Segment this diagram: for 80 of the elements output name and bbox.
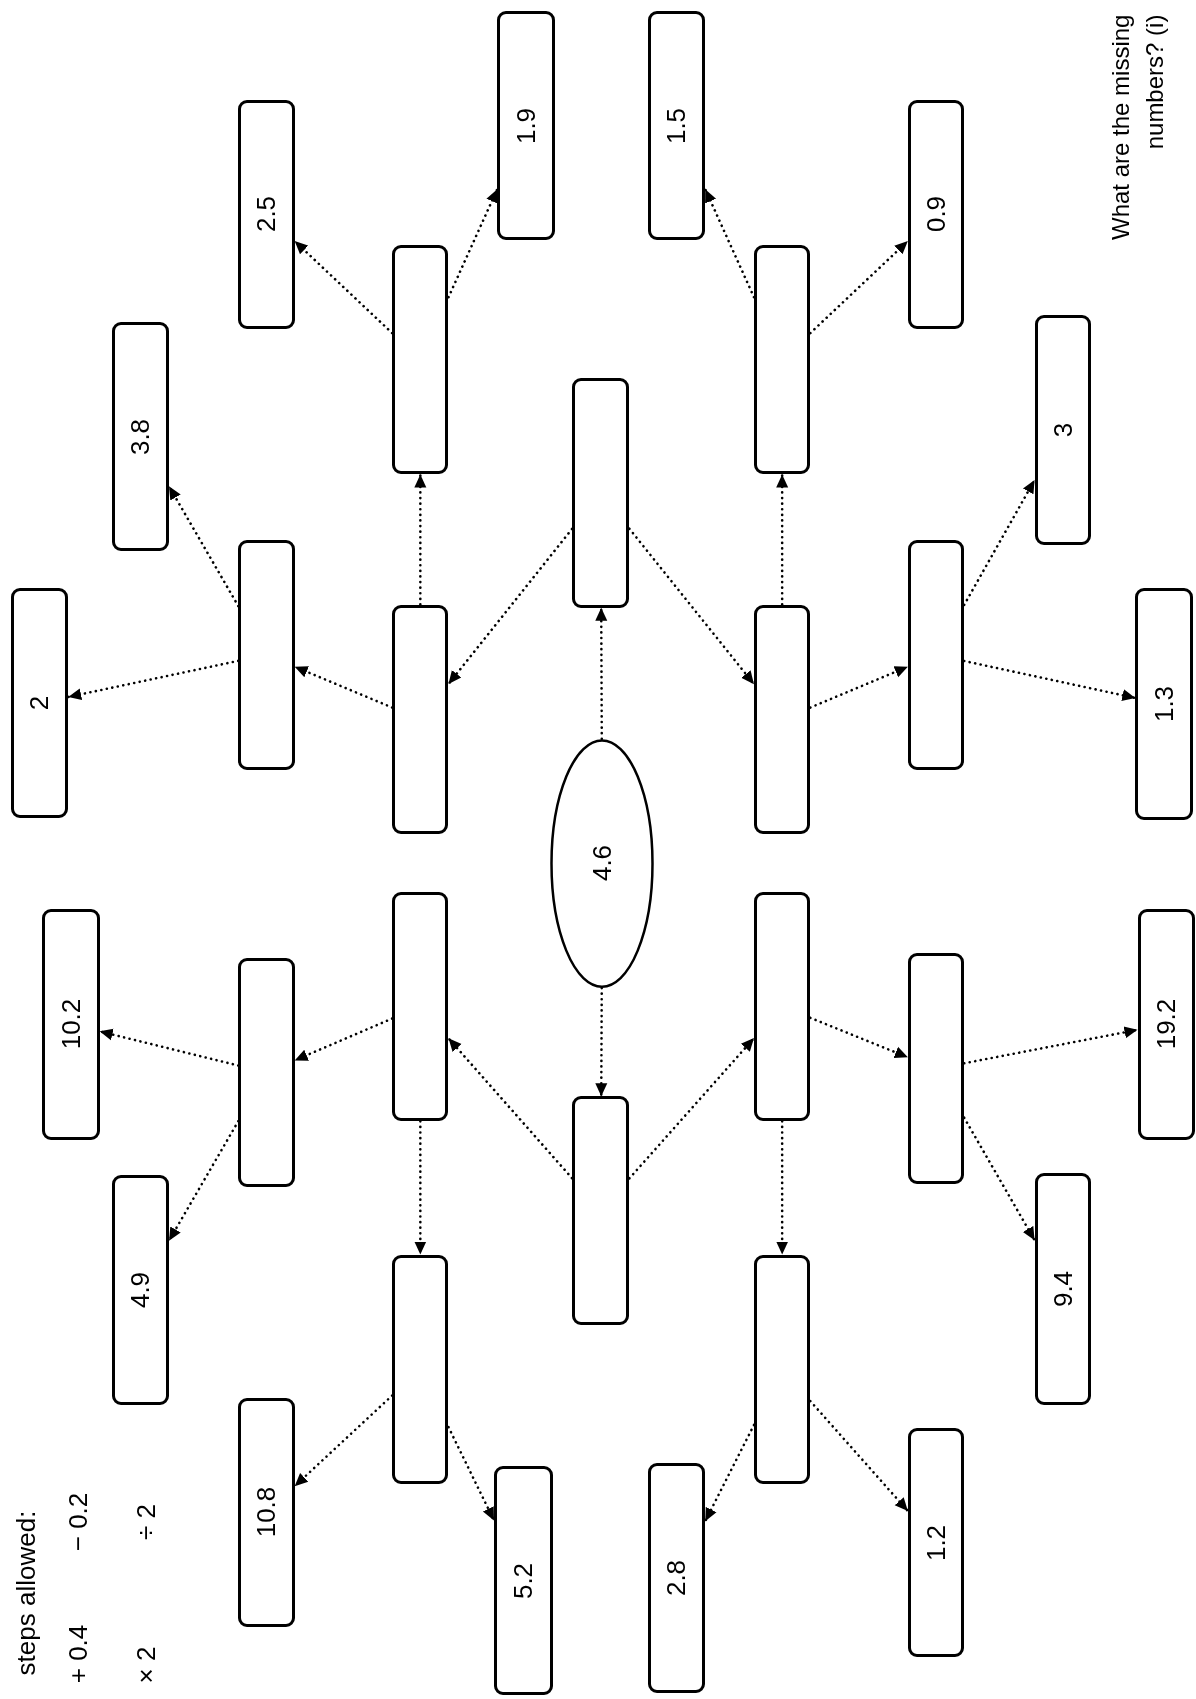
title: What are the missing numbers? (i) (1106, 14, 1169, 242)
number-text: 0.9 (923, 196, 949, 233)
number-text: 2 (26, 695, 53, 711)
number-box (754, 604, 811, 835)
number-box (1034, 1173, 1091, 1406)
arrow (809, 1016, 910, 1059)
operation-text: ÷ 2 (133, 1504, 160, 1541)
number-text: 1.5 (663, 107, 690, 144)
number-box (907, 953, 965, 1185)
number-box (392, 244, 449, 475)
arrow (293, 239, 394, 335)
number-box (907, 1427, 965, 1658)
number-box (10, 588, 69, 818)
arrow (628, 527, 756, 686)
number-box (572, 1096, 630, 1325)
operation-text: × 2 (133, 1646, 160, 1684)
arrow (809, 1399, 910, 1513)
number-box (238, 1397, 295, 1628)
number-box (647, 1462, 706, 1694)
arrow (628, 1036, 756, 1180)
number-box (754, 1254, 811, 1485)
arrow (414, 473, 427, 606)
arrow (293, 1017, 394, 1062)
number-text: 3 (1049, 422, 1076, 438)
number-box (907, 539, 965, 771)
number-text: 2.8 (663, 1559, 690, 1596)
arrow (293, 1394, 394, 1488)
number-text: 10.2 (57, 999, 84, 1050)
oval-node (550, 738, 655, 988)
arrow (962, 478, 1036, 607)
number-text: 9.4 (1049, 1271, 1076, 1308)
arrow (776, 473, 789, 606)
number-box (754, 891, 811, 1122)
operation-text: − 0.2 (65, 1492, 91, 1552)
number-text: 4.9 (127, 1272, 154, 1309)
number-box (392, 1254, 449, 1485)
arrow (447, 527, 574, 686)
number-box (497, 10, 555, 241)
number-box (907, 99, 965, 330)
arrow (962, 1116, 1036, 1242)
arrow (447, 187, 499, 299)
number-text: 4.6 (589, 845, 616, 882)
arrow (293, 665, 394, 709)
instruction-text: steps allowed: (13, 1510, 39, 1675)
number-text: 3.8 (127, 418, 154, 455)
number-text: 10.8 (253, 1487, 280, 1538)
number-box (1034, 315, 1091, 545)
number-text: 2.5 (253, 196, 280, 233)
number-box (1135, 588, 1193, 821)
number-box (111, 321, 169, 552)
number-box (238, 957, 295, 1188)
number-box (238, 539, 295, 771)
arrow (703, 1423, 756, 1523)
number-box (238, 99, 295, 330)
number-box (494, 1465, 553, 1696)
arrow (447, 1037, 574, 1180)
number-text: 1.9 (512, 107, 539, 144)
arrow (809, 239, 910, 335)
number-text: 19.2 (1153, 999, 1180, 1050)
number-text: 1.3 (1151, 686, 1178, 723)
number-box (111, 1175, 169, 1406)
arrow (703, 187, 756, 299)
arrow (447, 1425, 496, 1522)
arrow (414, 1119, 427, 1256)
operation-text: + 0.4 (65, 1624, 91, 1684)
number-box (42, 908, 100, 1140)
arrow (809, 665, 910, 709)
arrow (595, 986, 608, 1098)
number-box (572, 378, 630, 608)
number-box (392, 604, 449, 835)
number-text: 1.2 (923, 1524, 949, 1561)
arrow (962, 659, 1137, 702)
number-text: 5.2 (510, 1562, 537, 1599)
number-box (754, 244, 811, 475)
arrow (962, 1026, 1139, 1065)
arrow (595, 606, 608, 741)
number-box (1137, 908, 1195, 1140)
arrow (776, 1119, 789, 1256)
number-box (392, 891, 449, 1122)
number-box (647, 10, 706, 241)
